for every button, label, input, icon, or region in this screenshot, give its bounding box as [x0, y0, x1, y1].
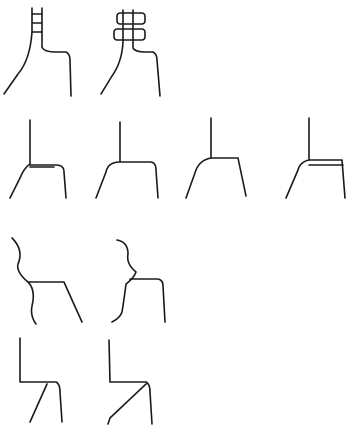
glyph-tabbed-post	[101, 10, 160, 96]
glyph-ladder	[4, 8, 71, 96]
glyph-inward-diagonal	[108, 340, 152, 424]
glyph-angled-shoulder	[186, 118, 246, 198]
glyph-wavy-neck	[112, 240, 165, 322]
glyph-square-shoulder	[10, 120, 66, 198]
glyph-rounded-shoulder	[96, 122, 158, 198]
glyph-crossing-diagonal	[20, 338, 62, 422]
glyph-curved-neck	[12, 238, 82, 324]
glyph-double-line-shoulder	[286, 118, 345, 198]
